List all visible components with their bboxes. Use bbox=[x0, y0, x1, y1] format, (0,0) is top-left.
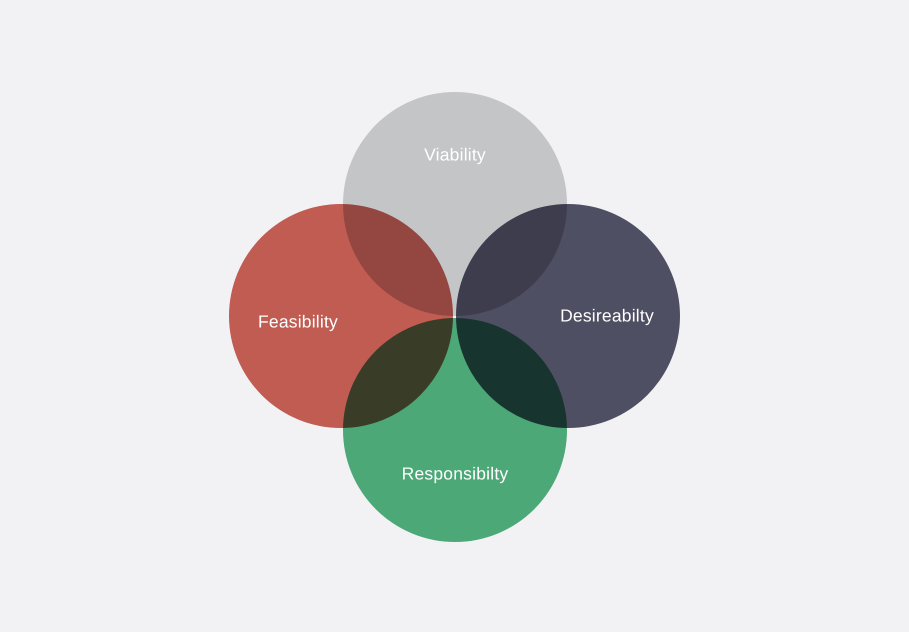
venn-circle-responsibilty[interactable] bbox=[343, 318, 567, 542]
venn-label-responsibilty: Responsibilty bbox=[401, 463, 509, 484]
venn-label-desireabilty: Desireabilty bbox=[560, 305, 654, 326]
venn-label-feasibility: Feasibility bbox=[257, 311, 339, 332]
venn-label-viability: Viability bbox=[424, 144, 486, 165]
